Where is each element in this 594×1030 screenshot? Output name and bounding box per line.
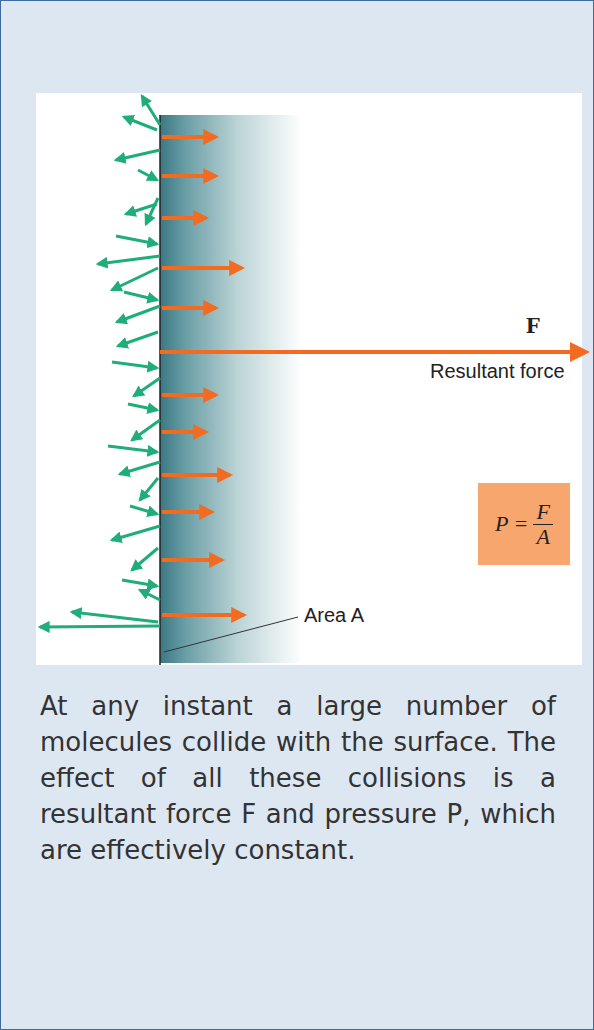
molecule-arrow	[126, 204, 157, 214]
molecule-arrow	[112, 526, 160, 540]
resultant-arrow	[160, 350, 586, 354]
force-arrow	[162, 306, 216, 310]
formula-lhs: P =	[495, 511, 528, 537]
fraction: FA	[533, 500, 552, 547]
molecule-arrow	[134, 378, 160, 396]
denominator: A	[533, 525, 552, 548]
image-ground	[36, 93, 582, 665]
molecule-arrow	[122, 580, 157, 586]
force-symbol: F	[526, 312, 541, 339]
force-arrow	[162, 473, 230, 477]
caption: At any instant a large number of molecul…	[40, 688, 556, 868]
force-arrow	[162, 510, 212, 514]
molecule-arrow	[146, 198, 158, 224]
molecule-arrow	[124, 292, 157, 300]
molecule-arrow	[140, 590, 160, 600]
force-label: Resultant force	[430, 360, 565, 383]
leader-line	[164, 617, 298, 652]
formula-box: P =FA	[478, 483, 570, 565]
molecule-arrow	[132, 548, 158, 570]
molecule-arrow	[116, 236, 157, 244]
force-arrow	[162, 430, 206, 434]
force-arrow	[162, 135, 216, 139]
molecule-arrow	[112, 268, 158, 290]
molecule-arrow	[140, 478, 158, 500]
area-label: Area A	[304, 604, 364, 627]
force-arrow	[162, 393, 216, 397]
force-arrow	[162, 216, 206, 220]
wall-edge	[159, 115, 161, 665]
molecule-arrow	[40, 626, 160, 627]
molecule-arrow	[128, 404, 157, 410]
molecule-arrow	[120, 462, 160, 474]
molecule-arrow	[72, 612, 158, 622]
arrow-group	[40, 96, 586, 627]
molecule-arrow	[132, 420, 160, 440]
molecule-arrow	[130, 506, 157, 514]
wall-surface	[160, 115, 302, 663]
molecule-arrow	[142, 96, 160, 125]
numerator: F	[533, 500, 552, 524]
formula: P =FA	[495, 500, 553, 547]
molecule-arrow	[117, 306, 160, 322]
molecule-arrow	[116, 150, 160, 160]
force-arrow	[162, 558, 222, 562]
molecule-arrow	[138, 170, 157, 180]
force-arrow	[162, 613, 244, 617]
force-arrow	[162, 266, 242, 270]
molecule-arrow	[112, 362, 157, 368]
molecule-arrow	[108, 446, 157, 452]
force-arrow	[162, 174, 216, 178]
molecule-arrow	[98, 256, 160, 264]
molecule-arrow	[124, 117, 157, 130]
molecule-arrow	[118, 332, 158, 346]
